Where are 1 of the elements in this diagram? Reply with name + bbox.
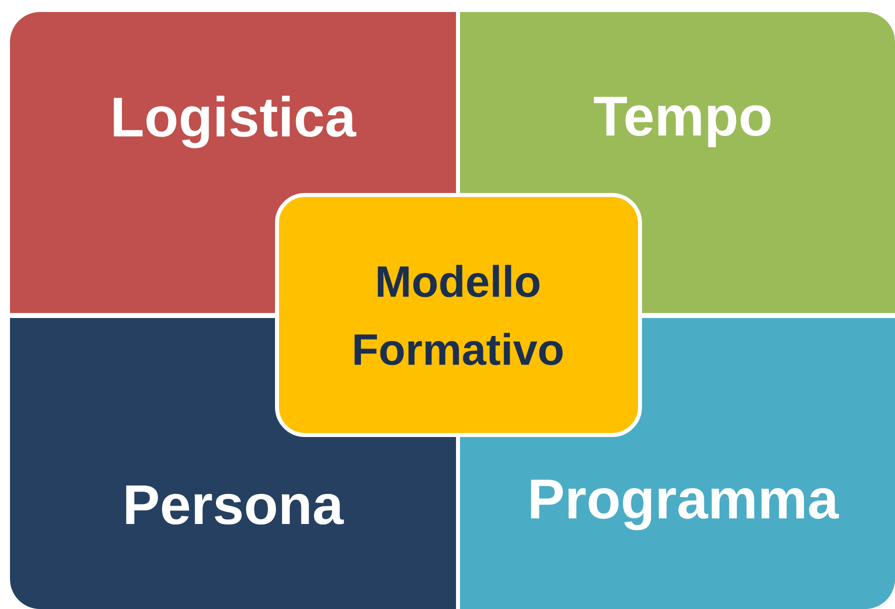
center-box: Modello Formativo (275, 193, 642, 437)
